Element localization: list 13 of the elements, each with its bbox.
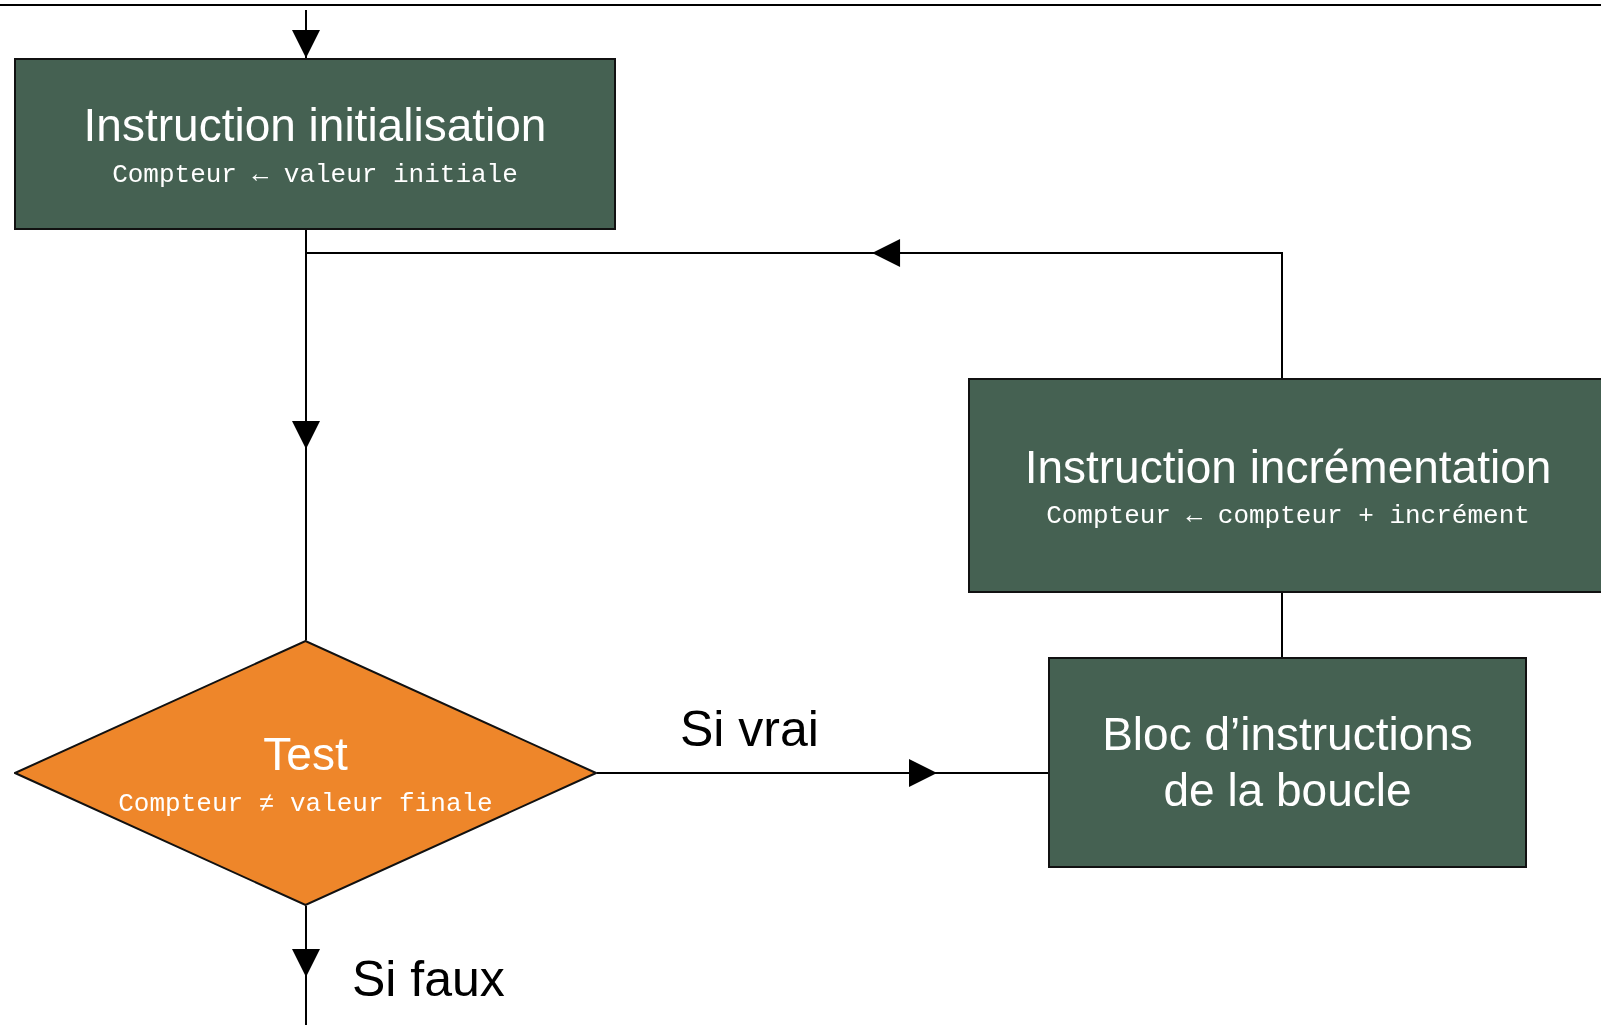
node-title: Instruction initialisation — [83, 98, 547, 154]
process-box — [1048, 657, 1527, 868]
process-box — [14, 58, 616, 230]
node-title: Test — [263, 727, 348, 783]
edge-label: Si vrai — [680, 700, 819, 758]
edge-label: Si faux — [352, 950, 505, 1008]
process-box — [968, 378, 1601, 593]
node-title: Instruction incrémentation — [1024, 439, 1552, 495]
code-text: Compteur ← compteur + incrément — [1046, 501, 1530, 532]
code-text: Compteur ← valeur initiale — [112, 159, 518, 190]
decision-diamond — [14, 640, 597, 906]
code-text: Compteur ≠ valeur finale — [118, 788, 493, 819]
node-title: Bloc d’instructions de la boucle — [1101, 707, 1474, 818]
